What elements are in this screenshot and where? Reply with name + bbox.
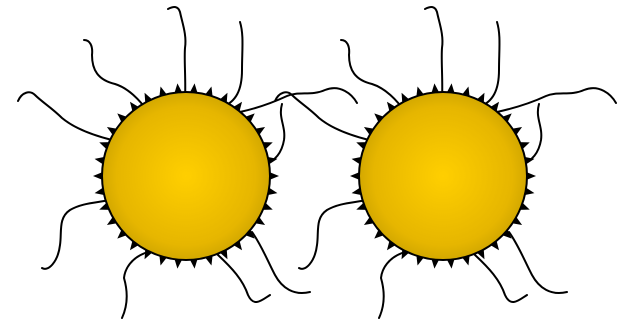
ligand-chain [122, 253, 145, 318]
ligand-chain [218, 255, 270, 302]
ligand-chain [222, 22, 243, 107]
ligand-chain [84, 40, 148, 112]
ligand-chain [479, 22, 500, 107]
ligand-chain [18, 92, 112, 140]
ligand-chain [379, 253, 402, 318]
particle-left [18, 7, 357, 318]
ligand-chain [299, 200, 367, 269]
ligand-chain [509, 232, 567, 293]
gold-core-left [102, 92, 270, 260]
particle-right [275, 7, 616, 318]
ligand-chain [252, 232, 310, 293]
ligand-chain [475, 255, 527, 302]
ligand-chain [42, 200, 110, 269]
gold-core-right [359, 92, 527, 260]
ligand-chain [497, 88, 616, 112]
ligand-chain [341, 40, 405, 112]
